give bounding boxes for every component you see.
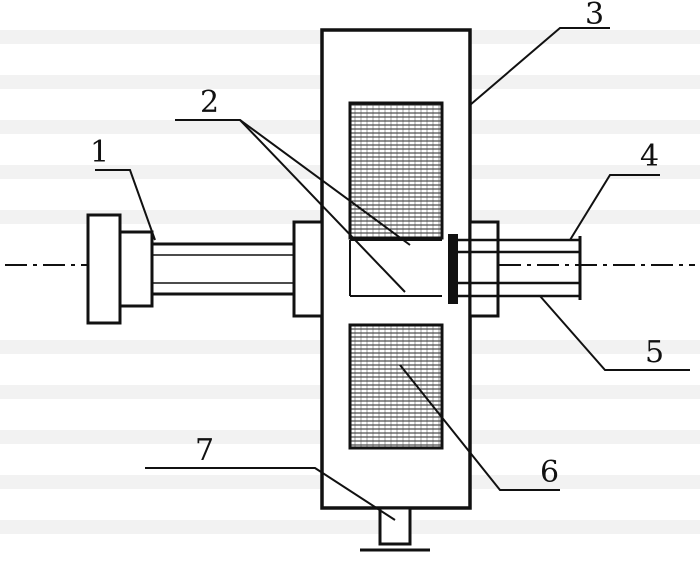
right-bearing-block xyxy=(468,220,500,318)
label-1: 1 xyxy=(90,135,109,170)
inner-bore-lines xyxy=(349,239,442,297)
label-5: 5 xyxy=(645,335,664,370)
label-3: 3 xyxy=(585,0,604,32)
disc-plate xyxy=(448,234,458,304)
label-7: 7 xyxy=(195,433,214,468)
left-bearing-block xyxy=(292,220,324,318)
label-2: 2 xyxy=(200,85,219,120)
output-rods xyxy=(458,236,582,300)
label-4: 4 xyxy=(640,139,659,174)
leader-lines xyxy=(95,27,690,521)
label-6: 6 xyxy=(540,455,559,490)
lower-hatched-core xyxy=(348,323,444,450)
end-flange xyxy=(86,213,122,325)
upper-hatched-core xyxy=(348,101,444,240)
flange-hub xyxy=(118,230,154,308)
